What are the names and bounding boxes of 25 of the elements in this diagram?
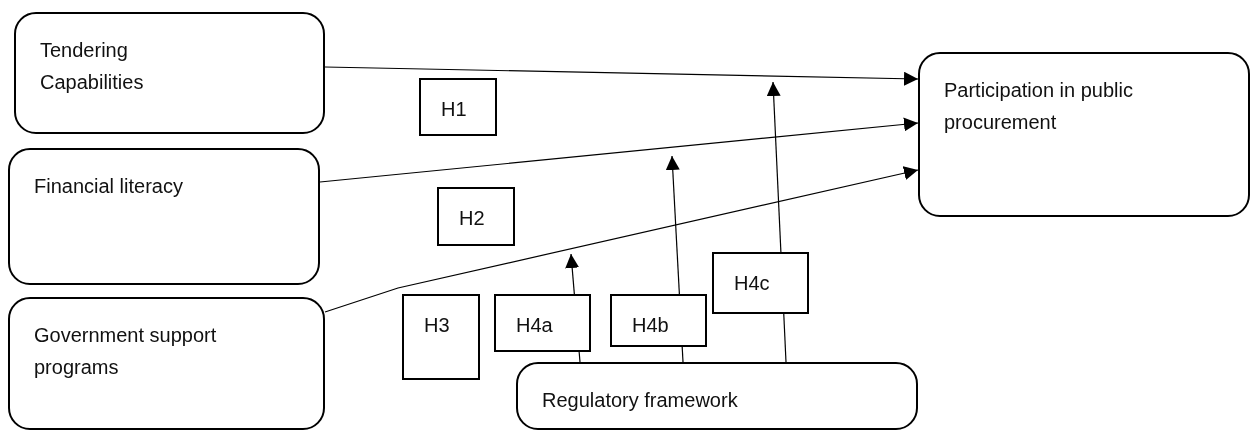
hypothesis-box (402, 294, 480, 380)
hypothesis-label: H2 (459, 207, 485, 230)
arrow (324, 66, 919, 86)
hypothesis-label: H4b (632, 314, 669, 337)
arrow (324, 166, 919, 313)
moderator-box (516, 362, 918, 430)
hypothesis-label: H4a (516, 314, 553, 337)
factor-box (8, 148, 320, 285)
node-label: Participation in public procurement (944, 78, 1134, 135)
node-label: Tendering Capabilities (40, 38, 145, 95)
hypothesis-box (712, 252, 809, 314)
factor-box (14, 12, 325, 134)
hypothesis-box (419, 78, 497, 136)
node-label: Government support programs (34, 323, 218, 380)
factor-box (8, 297, 325, 430)
node-label: Regulatory framework (542, 388, 738, 413)
hypothesis-label: H1 (441, 98, 467, 121)
node-label: Financial literacy (34, 174, 183, 199)
arrow (319, 117, 919, 183)
outcome-box (918, 52, 1250, 217)
hypothesis-box (437, 187, 515, 246)
hypothesis-label: H4c (734, 272, 770, 295)
hypothesis-label: H3 (424, 314, 450, 337)
hypothesis-box (494, 294, 591, 352)
hypothesis-box (610, 294, 707, 347)
